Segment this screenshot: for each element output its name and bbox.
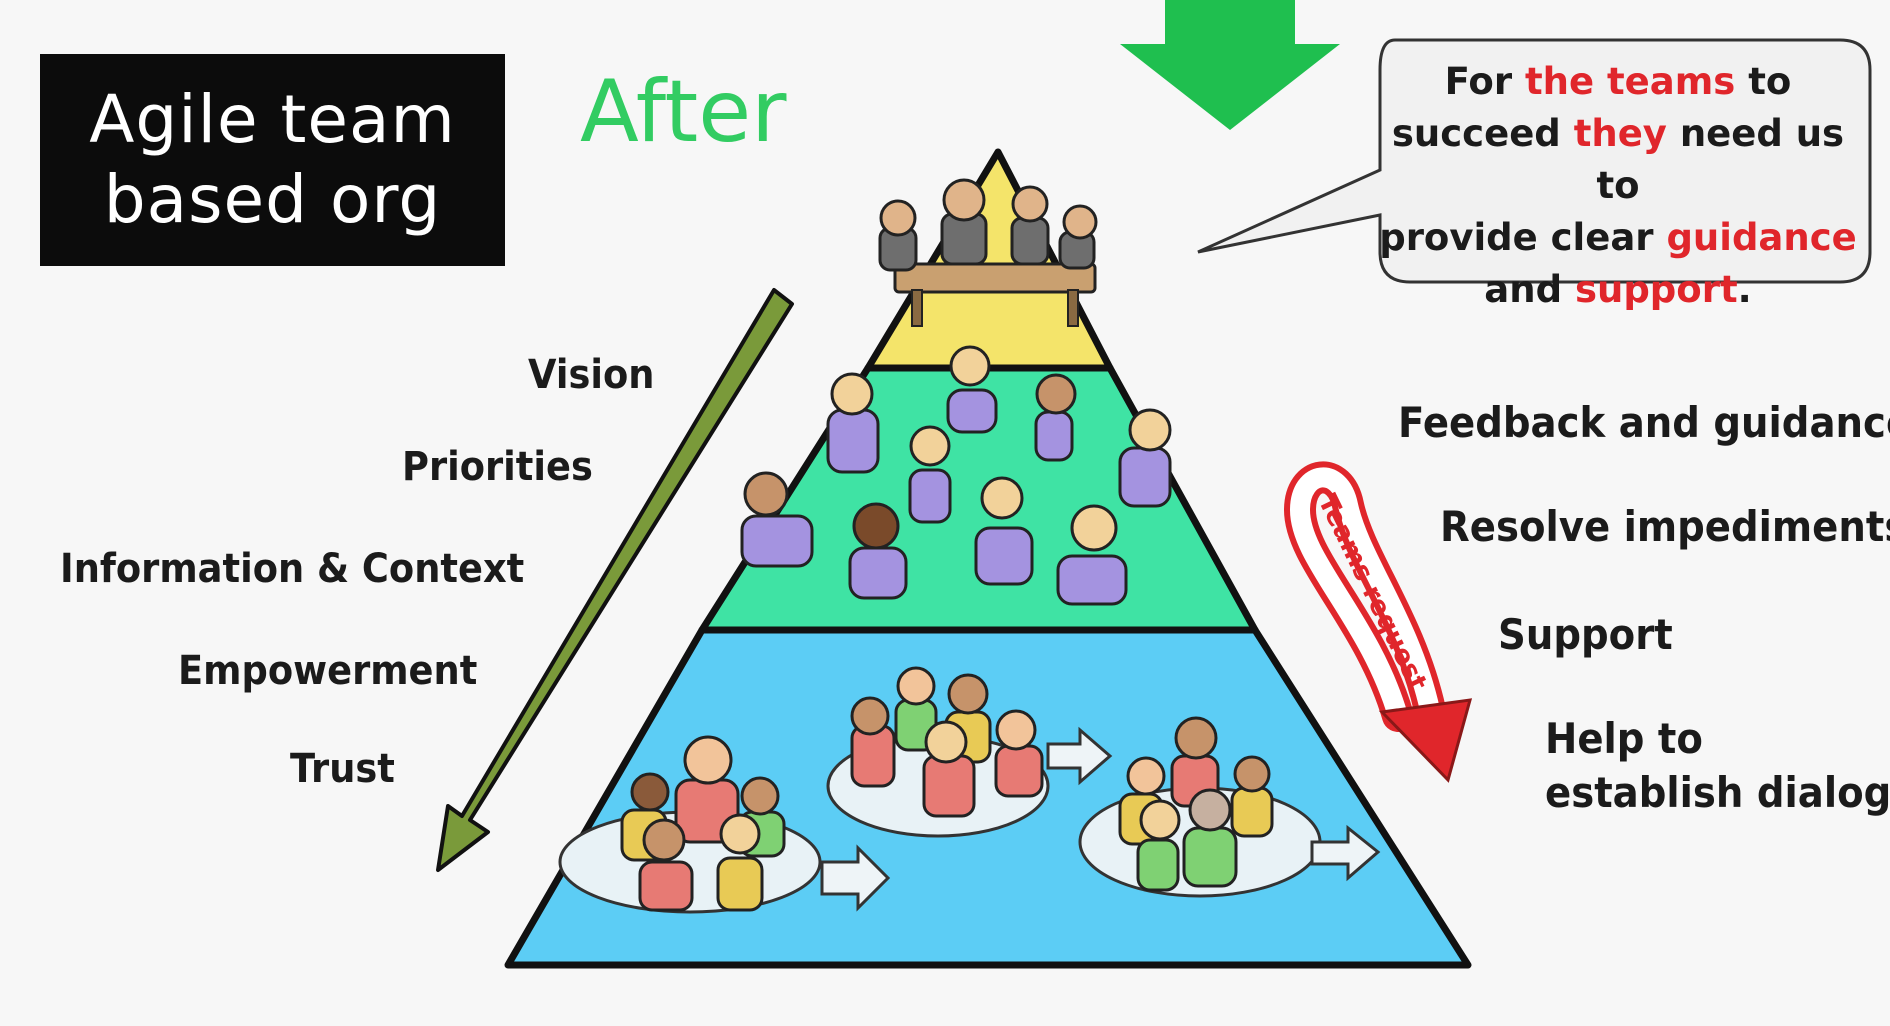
left-item-empowerment: Empowerment bbox=[178, 648, 478, 694]
leadership-table bbox=[878, 178, 1098, 327]
speech-bubble-text: For the teams to succeed they need us to… bbox=[1378, 56, 1858, 316]
right-item-help-dialog: Help to establish dialog bbox=[1545, 712, 1890, 820]
top-down-arrow bbox=[1120, 0, 1340, 130]
right-item-help-line-1: Help to bbox=[1545, 714, 1703, 763]
bubble-line-1: For the teams to bbox=[1444, 60, 1792, 103]
title-line-1: Agile team bbox=[89, 81, 456, 158]
bottom-layer-teams bbox=[558, 666, 1381, 914]
speech-bubble bbox=[1197, 38, 1872, 284]
team-flow-arrows bbox=[820, 726, 1381, 912]
title-line-2: based org bbox=[103, 161, 442, 238]
left-item-priorities: Priorities bbox=[402, 444, 593, 490]
right-item-support: Support bbox=[1498, 610, 1673, 659]
right-item-help-line-2: establish dialog bbox=[1545, 768, 1890, 817]
right-item-resolve-impediments: Resolve impediments bbox=[1440, 502, 1890, 551]
title-box: Agile team based org bbox=[40, 54, 505, 266]
bubble-line-3: provide clear guidance bbox=[1379, 216, 1857, 259]
right-item-feedback: Feedback and guidance bbox=[1398, 398, 1890, 447]
left-item-trust: Trust bbox=[290, 746, 395, 792]
middle-layer-people bbox=[740, 345, 1172, 606]
bubble-line-4: and support. bbox=[1484, 268, 1752, 311]
leadership-to-teams-arrow bbox=[436, 288, 794, 872]
left-item-vision: Vision bbox=[528, 352, 655, 398]
bubble-line-2: succeed they need us to bbox=[1391, 112, 1845, 207]
left-item-information-context: Information & Context bbox=[60, 546, 525, 592]
after-label: After bbox=[580, 62, 787, 162]
